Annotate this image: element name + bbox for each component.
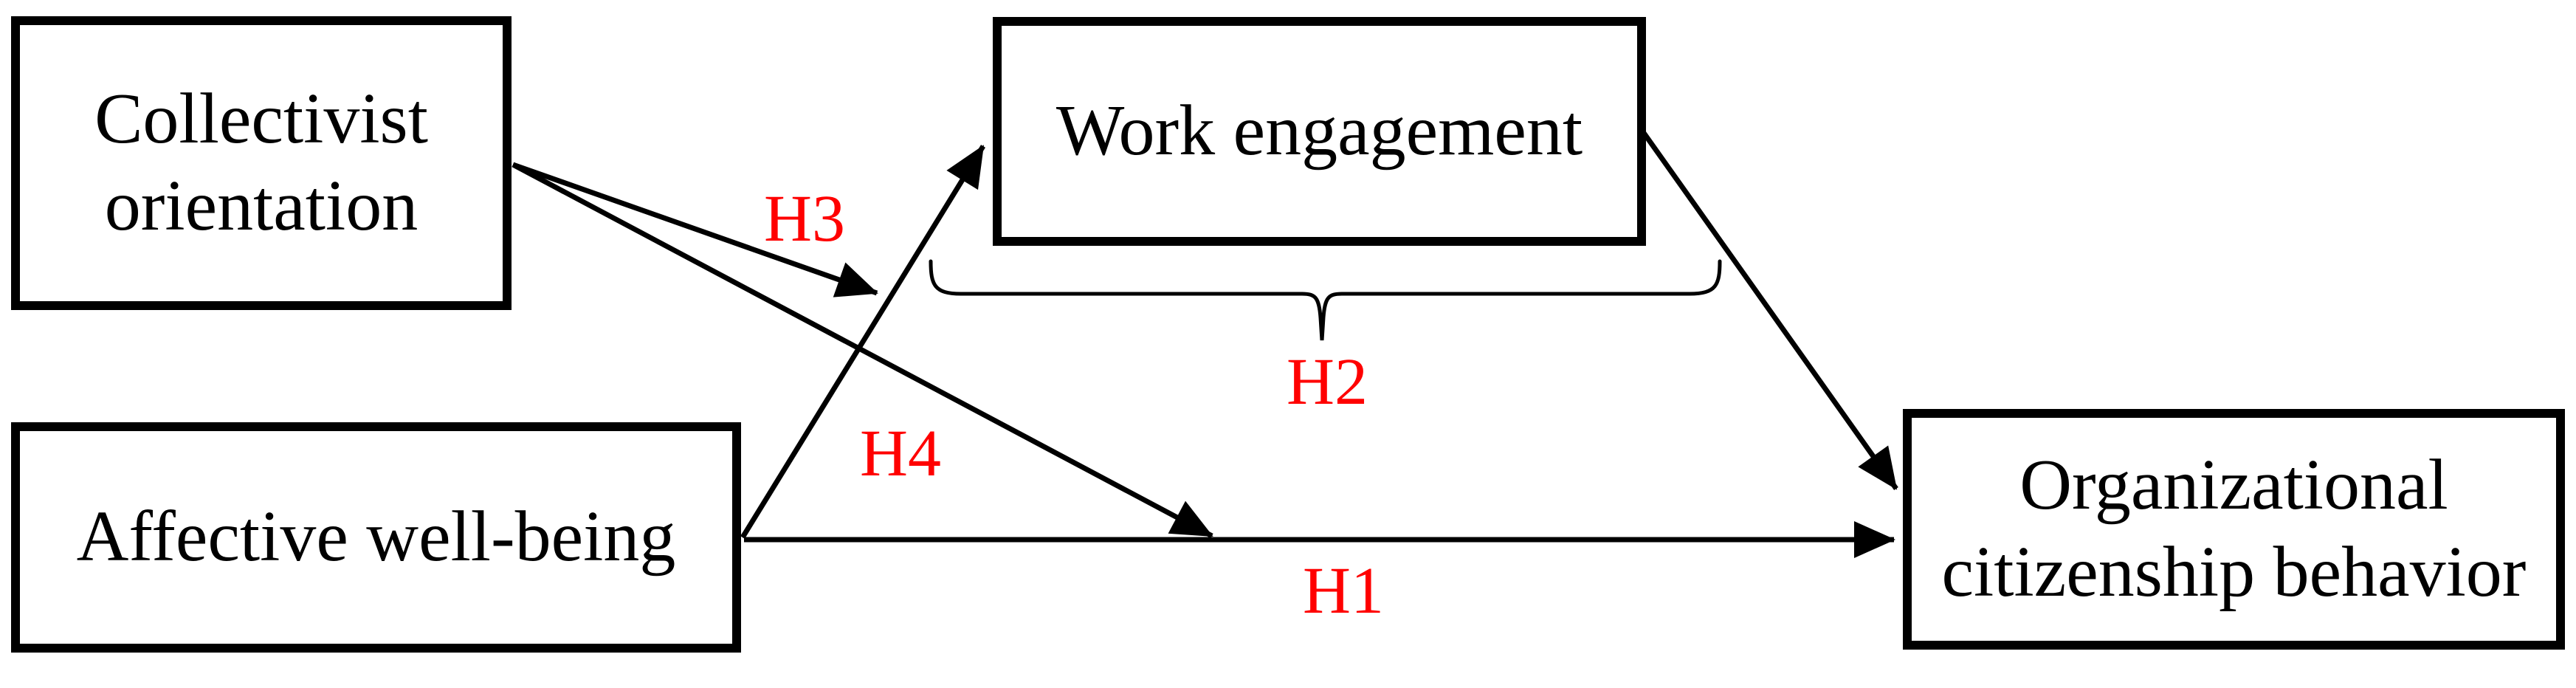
label-h1: H1 [1303,554,1384,627]
arrow-h4-co-to-h1-path [512,162,1213,539]
node-label-line: Work engagement [1055,91,1583,171]
arrow-h3-co-to-a-path [512,162,878,297]
node-label-line: Collectivist [94,79,428,159]
node-work-engagement: Work engagement [993,17,1646,246]
arrow-awb-to-we [740,145,985,539]
h2-brace [929,259,1722,341]
node-label-line: citizenship behavior [1941,532,2527,612]
label-h2: H2 [1287,345,1368,419]
node-label-line: Affective well-being [76,497,676,577]
node-label-line: orientation [104,166,419,246]
arrow-we-to-ocb [1642,131,1898,491]
node-label-line: Organizational [2019,445,2448,526]
node-collectivist-orientation: Collectivist orientation [11,16,512,310]
label-h3: H3 [764,182,845,255]
node-affective-well-being: Affective well-being [11,422,741,653]
node-organizational-citizenship-behavior: Organizational citizenship behavior [1903,409,2565,650]
label-h4: H4 [860,417,941,490]
